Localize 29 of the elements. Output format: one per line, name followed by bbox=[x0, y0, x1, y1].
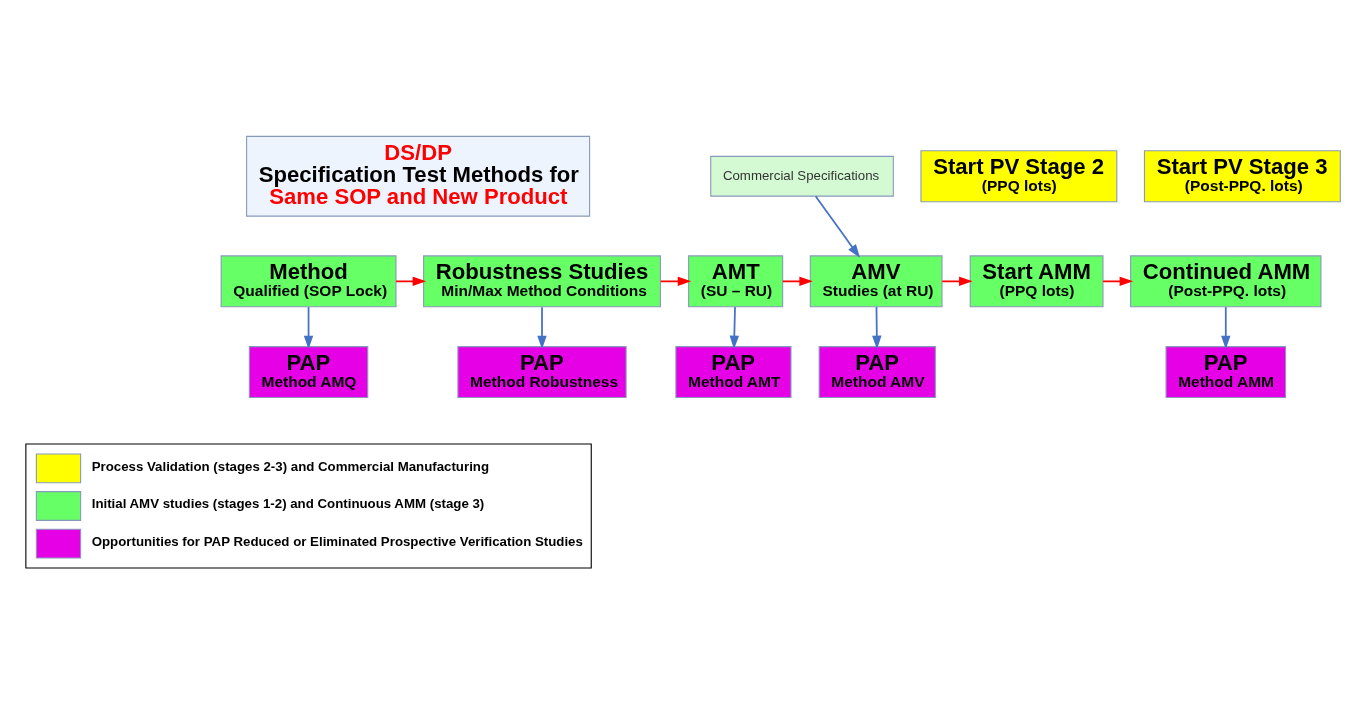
node-box: Method Qualified (SOP Lock) bbox=[220, 255, 397, 308]
arrow bbox=[303, 306, 314, 350]
node-box: PAP Method Robustness bbox=[457, 346, 627, 399]
arrow bbox=[659, 276, 692, 287]
arrow bbox=[872, 306, 882, 350]
node-box: Start PV Stage 2 (PPQ lots) bbox=[920, 150, 1118, 203]
node-box: Continued AMM (Post-PPQ. lots) bbox=[1130, 255, 1322, 308]
node-box: AMT (SU – RU) bbox=[688, 255, 784, 308]
arrow bbox=[1221, 306, 1231, 350]
node-box: PAP Method AMQ bbox=[248, 346, 369, 399]
legend-label: Opportunities for PAP Reduced or Eliminated Prospective Verification Studies bbox=[91, 533, 583, 549]
node-box: AMV Studies (at RU) bbox=[809, 255, 943, 308]
node-box: DS/DP Specification Test Methods for Same SOP and New Product bbox=[246, 135, 591, 217]
node-box: Robustness Studies Min/Max Method Conditions bbox=[423, 255, 661, 308]
arrow bbox=[537, 306, 547, 350]
arrow bbox=[781, 276, 813, 287]
arrow bbox=[729, 306, 740, 350]
node-box: Start PV Stage 3 (Post-PPQ. lots) bbox=[1143, 150, 1341, 203]
node-box: PAP Method AMT bbox=[675, 346, 792, 399]
arrow bbox=[941, 276, 973, 287]
legend-label: Initial AMV studies (stages 1-2) and Continuous AMM (stage 3) bbox=[91, 496, 485, 512]
node-box: PAP Method AMM bbox=[1165, 346, 1287, 399]
arrow bbox=[1102, 276, 1134, 287]
legend-label: Process Validation (stages 2-3) and Commercial Manufacturing bbox=[91, 458, 490, 474]
arrow bbox=[395, 276, 427, 287]
node-box: PAP Method AMV bbox=[818, 346, 936, 399]
arrow bbox=[814, 195, 860, 258]
node-box: Start AMM (PPQ lots) bbox=[969, 255, 1104, 308]
node-box: Commercial Specifications bbox=[710, 155, 894, 197]
